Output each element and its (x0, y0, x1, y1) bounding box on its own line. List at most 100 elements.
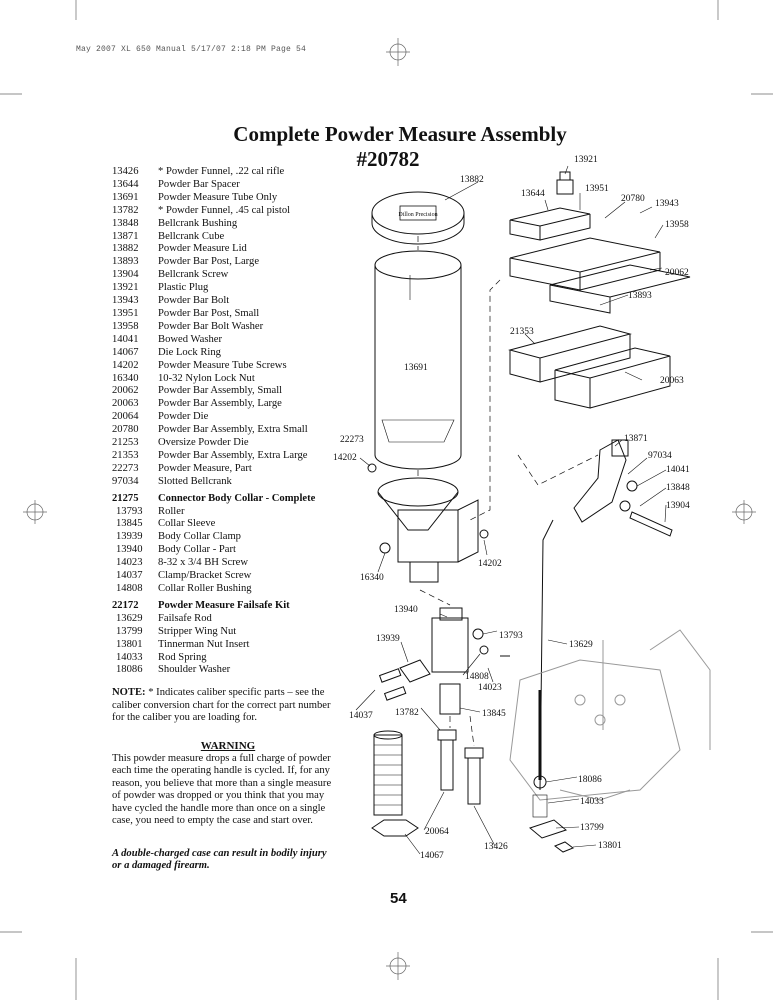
part-description: Oversize Powder Die (158, 437, 249, 449)
assembly-number: #20782 (356, 147, 420, 171)
part-row: 14067 Die Lock Ring (112, 347, 342, 360)
print-slug: May 2007 XL 650 Manual 5/17/07 2:18 PM P… (76, 45, 307, 54)
part-row: 20064 Powder Die (112, 411, 342, 424)
part-number: 13921 (112, 282, 139, 294)
part-row: 16340 10-32 Nylon Lock Nut (112, 373, 342, 386)
note-block: NOTE: * Indicates caliber specific parts… (112, 687, 334, 725)
callout-14067: 14067 (420, 851, 444, 861)
callout-14202-right: 14202 (478, 559, 502, 569)
part-number: 14033 (116, 651, 143, 663)
part-number: 13644 (112, 178, 139, 190)
tube-screw-left (367, 463, 377, 473)
powder-funnel-22 (464, 747, 484, 805)
powder-bars (508, 207, 691, 409)
callout-13943: 13943 (655, 199, 679, 209)
callout-13793: 13793 (499, 631, 523, 641)
part-number: 97034 (112, 475, 139, 487)
part-description: Collar Roller Bushing (158, 583, 252, 594)
callout-13426: 13426 (484, 842, 508, 852)
part-number: 13799 (116, 625, 143, 637)
part-description: Bellcrank Bushing (158, 217, 238, 229)
part-description: Rod Spring (158, 651, 207, 663)
callout-13644: 13644 (521, 189, 545, 199)
part-row: 20780 Powder Bar Assembly, Extra Small (112, 424, 342, 437)
callout-13848: 13848 (666, 483, 690, 493)
callout-13939: 13939 (376, 634, 400, 644)
part-number: 22273 (112, 462, 139, 474)
part-description: Powder Bar Assembly, Extra Small (158, 424, 308, 436)
part-row: 13882 Powder Measure Lid (112, 243, 342, 256)
callout-13782: 13782 (395, 708, 419, 718)
plastic-plug (556, 171, 574, 195)
part-number: 13882 (112, 243, 139, 255)
callout-13799: 13799 (580, 823, 604, 833)
part-row: 13644 Powder Bar Spacer (112, 179, 342, 192)
assembly-dash-lines (417, 236, 599, 747)
part-description: Roller (158, 505, 185, 517)
part-number: 21253 (112, 437, 139, 449)
part-description: Powder Bar Bolt Washer (158, 320, 264, 332)
part-description: 10-32 Nylon Lock Nut (158, 372, 255, 384)
callout-14037: 14037 (349, 711, 373, 721)
callout-13940: 13940 (394, 605, 418, 615)
part-row: 13426* Powder Funnel, .22 cal rifle (112, 166, 342, 179)
part-number: 16340 (112, 372, 139, 384)
part-number: 13845 (116, 518, 143, 530)
callout-14808: 14808 (465, 672, 489, 682)
callout-20780: 20780 (621, 194, 645, 204)
collar-sleeve (439, 683, 461, 715)
part-number: 13629 (116, 612, 143, 624)
part-description: Powder Measure, Part (158, 462, 252, 474)
callout-13958: 13958 (665, 220, 689, 230)
part-number: 18086 (116, 664, 143, 676)
part-number: 20780 (112, 424, 139, 436)
part-number: 21275 (112, 492, 139, 504)
failsafe-rod (538, 519, 554, 791)
part-description: Tinnerman Nut Insert (158, 638, 250, 650)
callout-13893: 13893 (628, 291, 652, 301)
callout-13801: 13801 (598, 841, 622, 851)
part-number: 14067 (112, 346, 139, 358)
callout-14202-top: 14202 (333, 453, 357, 463)
part-description: Bowed Washer (158, 333, 222, 345)
callout-18086: 18086 (578, 775, 602, 785)
part-number: 13801 (116, 638, 143, 650)
body-collar (378, 607, 510, 701)
callout-14041: 14041 (666, 465, 690, 475)
callout-13871: 13871 (624, 434, 648, 444)
part-description: Powder Measure Lid (158, 243, 247, 255)
part-number: 20064 (112, 411, 139, 423)
callout-13921: 13921 (574, 155, 598, 165)
part-description: Powder Bar Bolt (158, 295, 230, 307)
callout-14033: 14033 (580, 797, 604, 807)
part-description: Bellcrank Screw (158, 269, 229, 281)
callout-13691: 13691 (404, 363, 428, 373)
press-frame (509, 629, 711, 801)
part-row: 13958 Powder Bar Bolt Washer (112, 321, 342, 334)
part-row: 13848 Bellcrank Bushing (112, 218, 342, 231)
part-description: Plastic Plug (158, 282, 209, 294)
warning-text: This powder measure drops a full charge … (112, 753, 332, 827)
part-number: 13848 (112, 217, 139, 229)
rod-spring-assembly (528, 775, 575, 853)
callout-14023: 14023 (478, 683, 502, 693)
part-description: Bellcrank Cube (158, 230, 225, 242)
part-description: Powder Die (158, 411, 209, 423)
part-description: Powder Bar Spacer (158, 178, 240, 190)
part-description: Die Lock Ring (158, 346, 221, 358)
callout-20063: 20063 (660, 376, 684, 386)
part-number: 13958 (112, 320, 139, 332)
note-text: * Indicates caliber specific parts – see… (112, 687, 331, 724)
callout-13845: 13845 (482, 709, 506, 719)
